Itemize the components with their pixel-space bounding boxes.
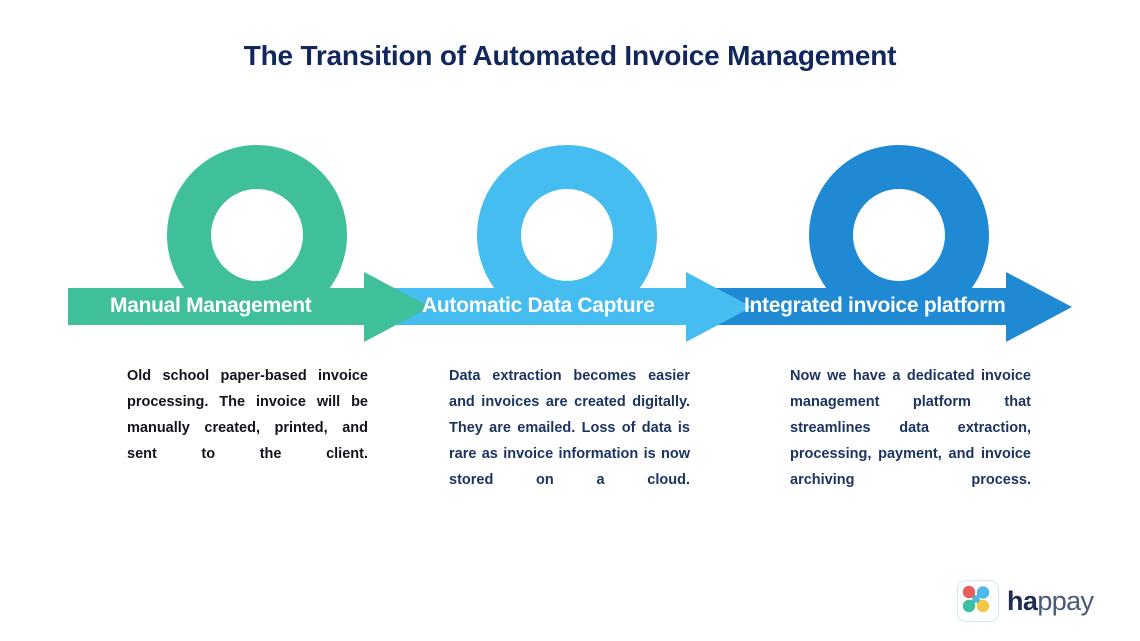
happay-wordmark: happay bbox=[1007, 585, 1094, 617]
happay-logo-mark-icon bbox=[957, 580, 999, 622]
description-manual-management: Old school paper-based invoice processin… bbox=[127, 368, 368, 462]
logo-dot-bottom-left bbox=[962, 599, 976, 613]
arrow-label-automatic-data-capture: Automatic Data Capture bbox=[422, 294, 655, 317]
arrow-label-manual-management: Manual Management bbox=[110, 294, 312, 317]
ring-automatic-data-capture bbox=[477, 145, 657, 325]
ring-integrated-invoice-platform bbox=[809, 145, 989, 325]
arrow-label-integrated-invoice-platform: Integrated invoice platform bbox=[744, 294, 1006, 317]
arrow-integrated-invoice-platform bbox=[700, 272, 1072, 342]
wordmark-light: ppay bbox=[1037, 585, 1094, 616]
ring-group bbox=[167, 145, 989, 325]
arrow-manual-management bbox=[68, 272, 430, 342]
ring-manual-management bbox=[167, 145, 347, 325]
description-integrated-invoice-platform: Now we have a dedicated invoice manageme… bbox=[790, 368, 1031, 488]
logo-dot-top-right bbox=[976, 586, 990, 599]
logo-dot-top-left bbox=[962, 585, 976, 599]
wordmark-bold: ha bbox=[1007, 585, 1038, 616]
description-automatic-data-capture: Data extraction becomes easier and invoi… bbox=[449, 368, 690, 488]
logo-dots-icon bbox=[962, 585, 990, 613]
arrow-automatic-data-capture bbox=[380, 272, 752, 342]
happay-logo: happay bbox=[957, 580, 1094, 622]
page-title: The Transition of Automated Invoice Mana… bbox=[243, 40, 897, 71]
logo-dot-bottom-right bbox=[976, 599, 990, 613]
